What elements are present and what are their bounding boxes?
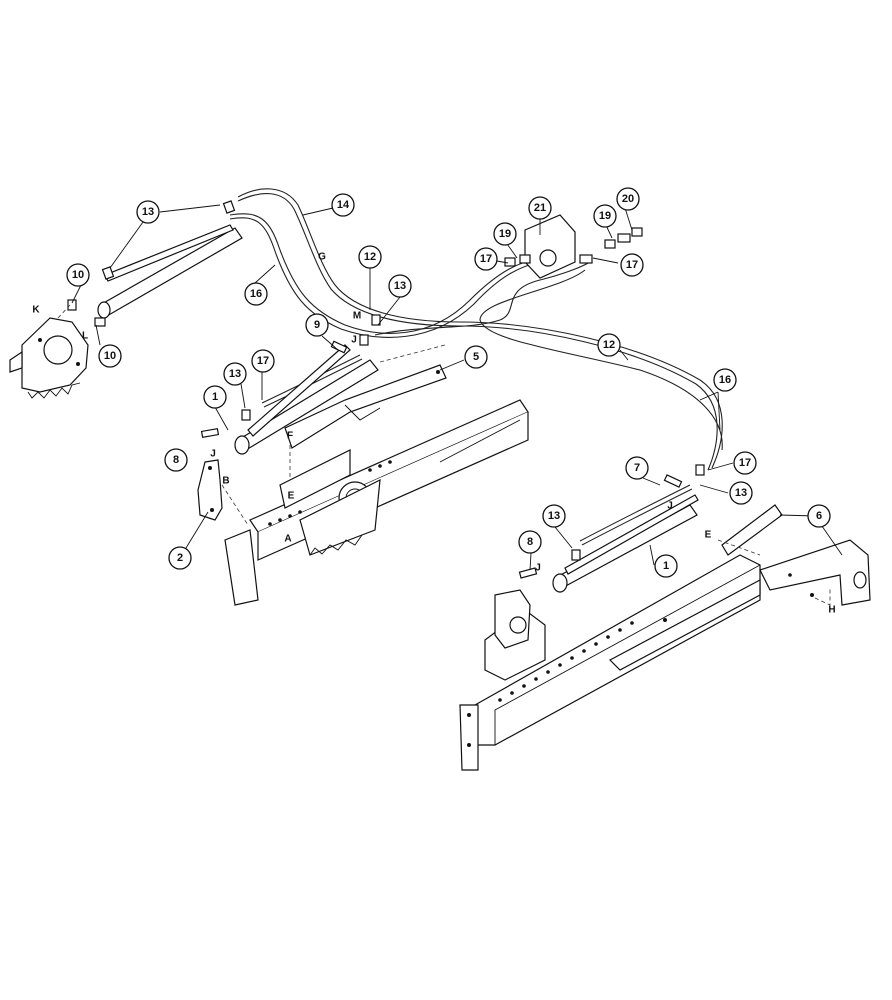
callout-7[interactable]: 7 [625,456,649,480]
center-cylinder [200,314,381,455]
leader-lines [71,204,843,571]
letter-j-3: J [535,563,541,574]
svg-text:2: 2 [177,552,183,564]
alignment-lines [57,304,831,606]
callout-16[interactable]: 16 [244,282,268,306]
letter-l: L [82,331,88,342]
letter-k: K [32,305,40,316]
callout-17[interactable]: 17 [620,253,644,277]
svg-text:7: 7 [634,462,640,474]
callout-13[interactable]: 13 [729,481,753,505]
svg-text:5: 5 [473,351,479,363]
reference-letters: K L G M J J F B E A J J E H [32,252,835,616]
svg-text:12: 12 [364,251,376,263]
svg-text:17: 17 [257,355,269,367]
callout-13[interactable]: 13 [542,504,566,528]
pivot-arm [284,364,447,449]
callout-6[interactable]: 6 [807,504,831,528]
callout-2[interactable]: 2 [168,546,192,570]
part-callouts: 13 14 10 16 12 13 10 9 13 17 1 5 8 2 21 … [66,187,831,578]
letter-e-1: E [288,491,295,502]
svg-text:13: 13 [142,206,154,218]
callout-13[interactable]: 13 [223,362,247,386]
callout-10[interactable]: 10 [98,344,122,368]
letter-m: M [353,311,361,322]
letter-f: F [287,431,293,442]
lower-right-beam [459,554,761,771]
letter-b: B [222,476,229,487]
callout-12[interactable]: 12 [597,333,621,357]
callout-13[interactable]: 13 [388,274,412,298]
letter-g: G [318,252,326,263]
callout-1[interactable]: 1 [203,385,227,409]
svg-text:17: 17 [739,457,751,469]
svg-text:8: 8 [173,454,179,466]
svg-text:13: 13 [394,280,406,292]
svg-text:10: 10 [72,269,84,281]
svg-text:1: 1 [212,391,218,403]
svg-text:13: 13 [229,368,241,380]
callout-17[interactable]: 17 [733,451,757,475]
svg-text:16: 16 [719,374,731,386]
letter-j-2: J [210,449,216,460]
letter-j-4: J [667,501,673,512]
callout-8[interactable]: 8 [518,530,542,554]
svg-text:10: 10 [104,350,116,362]
svg-text:14: 14 [337,199,350,211]
callout-21[interactable]: 21 [528,196,552,220]
left-sprocket-bracket [9,317,89,399]
svg-text:13: 13 [548,510,560,522]
upper-left-cylinder [67,200,243,327]
center-frame [224,399,529,606]
svg-text:13: 13 [735,487,747,499]
letter-a: A [284,534,291,545]
callout-14[interactable]: 14 [331,193,355,217]
lower-right-cylinder [518,464,705,593]
svg-text:1: 1 [663,560,669,572]
svg-text:20: 20 [622,193,634,205]
svg-text:17: 17 [626,259,638,271]
svg-text:9: 9 [314,319,320,331]
svg-text:21: 21 [534,202,546,214]
bracket [197,459,223,521]
svg-text:12: 12 [603,339,615,351]
right-hinge-bracket [721,504,871,606]
callout-5[interactable]: 5 [464,345,488,369]
callout-19[interactable]: 19 [593,204,617,228]
callout-13[interactable]: 13 [136,200,160,224]
letter-j-1: J [351,335,357,346]
svg-text:19: 19 [599,210,611,222]
svg-text:19: 19 [499,228,511,240]
callout-1[interactable]: 1 [654,554,678,578]
callout-16[interactable]: 16 [713,368,737,392]
callout-17[interactable]: 17 [474,247,498,271]
callout-9[interactable]: 9 [305,313,329,337]
letter-h: H [828,605,835,616]
letter-e-2: E [705,530,712,541]
valve-block [504,214,643,279]
svg-text:8: 8 [527,536,533,548]
callout-20[interactable]: 20 [616,187,640,211]
svg-text:6: 6 [816,510,822,522]
callout-8[interactable]: 8 [164,448,188,472]
svg-text:17: 17 [480,253,492,265]
callout-10[interactable]: 10 [66,263,90,287]
callout-19[interactable]: 19 [493,222,517,246]
callout-12[interactable]: 12 [358,245,382,269]
callout-17[interactable]: 17 [251,349,275,373]
svg-text:16: 16 [250,288,262,300]
